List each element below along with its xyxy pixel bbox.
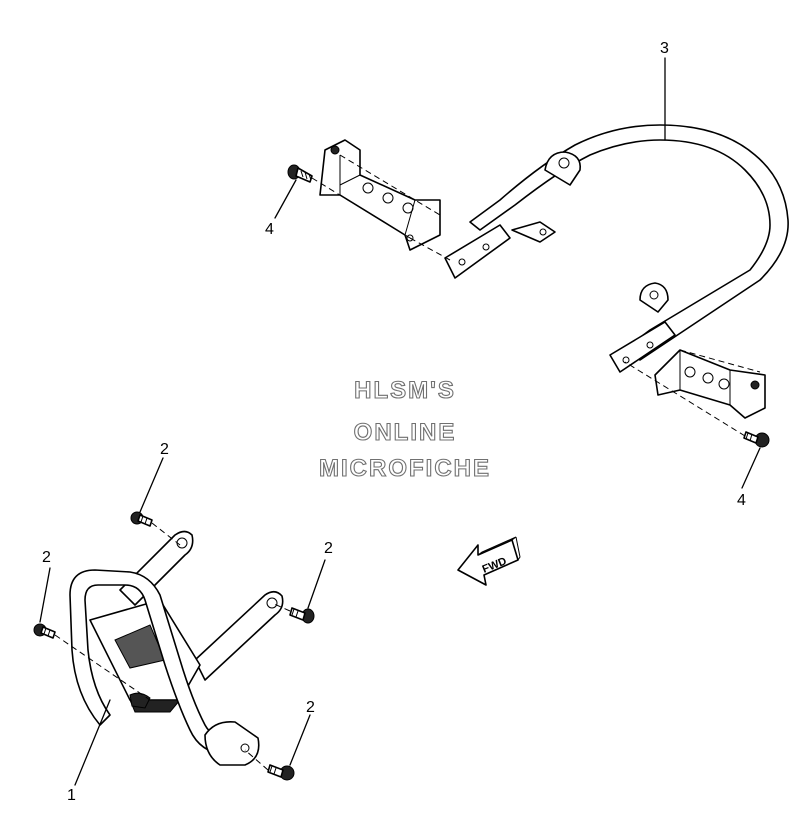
front-guard-part-1[interactable] — [69, 530, 284, 766]
watermark: HLSM'S ONLINE MICROFICHE — [318, 376, 491, 482]
forward-direction-arrow: FWD — [457, 536, 521, 586]
bolt-part-2-right[interactable] — [289, 607, 315, 624]
watermark-line-2: ONLINE — [354, 419, 457, 446]
rear-grab-bar-part-3[interactable] — [444, 124, 789, 373]
callout-part-2-left: 2 — [42, 549, 51, 566]
callout-part-4-top: 4 — [265, 221, 274, 238]
watermark-line-3: MICROFICHE — [319, 455, 491, 482]
callout-part-2-top: 2 — [160, 441, 169, 458]
bolt-part-4-top[interactable] — [287, 164, 313, 183]
bolt-part-4-bottom[interactable] — [743, 431, 770, 448]
callout-part-3: 3 — [660, 40, 669, 57]
callout-part-2-right: 2 — [324, 540, 333, 557]
upper-mount-bracket — [319, 139, 441, 251]
watermark-line-1: HLSM'S — [354, 377, 456, 404]
callout-part-2-bottom: 2 — [306, 699, 315, 716]
bolt-part-2-left[interactable] — [33, 623, 56, 639]
callout-part-1: 1 — [67, 787, 76, 804]
callout-part-4-bottom: 4 — [737, 492, 746, 509]
bolt-part-2-top[interactable] — [130, 511, 153, 527]
lower-mount-bracket — [654, 349, 766, 419]
bolt-part-2-bottom[interactable] — [267, 764, 295, 781]
